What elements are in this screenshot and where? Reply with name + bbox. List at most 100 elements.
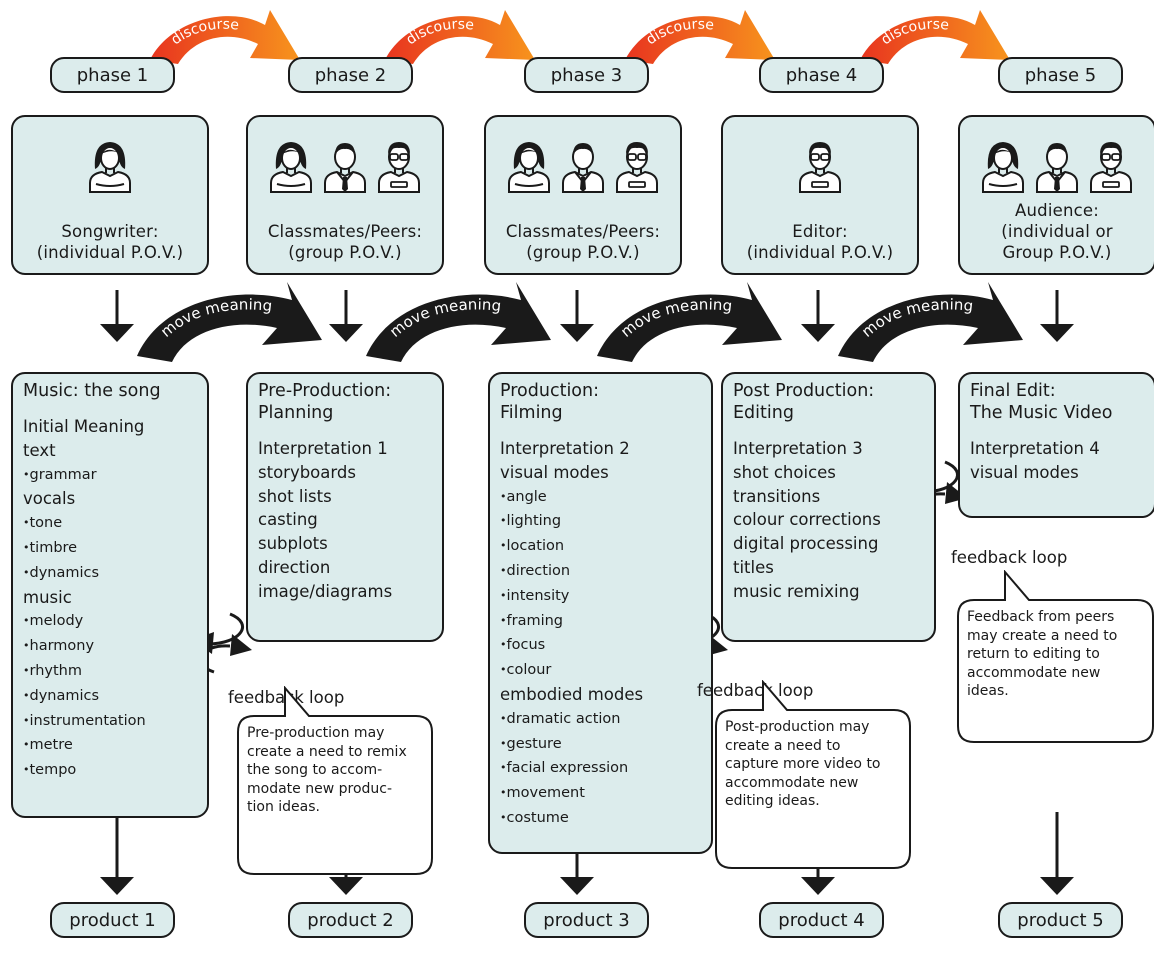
role-text: (group P.O.V.): [526, 243, 640, 262]
list-heading: Interpretation 4: [970, 437, 1146, 461]
stage-title: Final Edit:: [970, 381, 1056, 401]
list-heading: Initial Meaning: [23, 415, 199, 439]
item-text: harmony: [29, 638, 95, 655]
people-group: [960, 137, 1154, 193]
list-heading: vocals: [23, 487, 199, 511]
item-text: framing: [506, 612, 564, 629]
feedback-loop-label: feedback loop: [697, 681, 814, 700]
stage-title: Post Production:: [733, 381, 875, 401]
role-text: (individual P.O.V.): [36, 243, 184, 262]
item-text: tempo: [29, 762, 77, 779]
item-text: instrumentation: [29, 712, 146, 729]
male-person-icon: [324, 143, 366, 193]
item-text: rhythm: [29, 662, 82, 679]
role-text: Group P.O.V.): [1002, 243, 1112, 262]
item-text: gesture: [506, 735, 562, 752]
role-to-stage-arrow: [329, 290, 363, 342]
item-text: timbre: [29, 539, 78, 556]
item-text: movement: [506, 785, 585, 802]
bubble-line: create a need to: [725, 737, 841, 754]
bullet-item: rhythm: [23, 659, 199, 684]
item-text: location: [506, 538, 565, 555]
list-heading: Interpretation 3: [733, 437, 926, 461]
phase-label: phase 5: [998, 57, 1123, 93]
item-text: subplots: [258, 534, 328, 554]
bubble-shape: [957, 570, 1154, 743]
item-text: focus: [506, 637, 546, 654]
discourse-arrow: discourse: [385, 10, 535, 64]
bullet-item: dramatic action: [500, 707, 703, 732]
bullet-item: gesture: [500, 732, 703, 757]
item-text: melody: [29, 613, 84, 630]
list-heading: music remixing: [733, 580, 926, 604]
bullet-item: facial expression: [500, 756, 703, 781]
bullet-item: timbre: [23, 536, 199, 561]
bubble-line: may create a need to: [967, 627, 1118, 644]
list-heading: casting: [258, 508, 434, 532]
role-to-stage-arrow: [100, 290, 134, 342]
list-heading: titles: [733, 556, 926, 580]
stage-title: Production:: [500, 381, 600, 401]
item-text: image/diagrams: [258, 581, 393, 601]
role-text: Audience:: [1015, 201, 1099, 220]
bullet-item: location: [500, 534, 703, 559]
list-heading: visual modes: [970, 461, 1146, 485]
item-text: digital processing: [733, 534, 879, 554]
role-text: Classmates/Peers:: [267, 222, 423, 241]
stage-list: Initial Meaningtextgrammarvocalstonetimb…: [23, 415, 199, 783]
discourse-label: discourse: [878, 17, 949, 49]
item-text: shot lists: [258, 486, 332, 506]
item-text: metre: [29, 737, 73, 754]
item-text: shot choices: [733, 462, 836, 482]
bullet-item: movement: [500, 781, 703, 806]
item-text: Interpretation 3: [733, 439, 863, 458]
item-text: casting: [258, 510, 318, 530]
item-text: intensity: [506, 587, 570, 604]
bullet-item: dynamics: [23, 561, 199, 586]
item-text: colour: [506, 662, 552, 679]
item-text: dramatic action: [506, 710, 621, 727]
list-heading: text: [23, 439, 199, 463]
role-box: Songwriter:(individual P.O.V.): [11, 115, 209, 275]
item-text: Interpretation 1: [258, 439, 388, 458]
bubble-line: accommodate new: [967, 664, 1101, 681]
female-person-icon: [89, 142, 131, 193]
item-text: transitions: [733, 486, 821, 506]
discourse-arrow: discourse: [860, 10, 1010, 64]
item-text: music remixing: [733, 581, 860, 601]
bubble-line: return to editing to: [967, 646, 1100, 663]
move-meaning-arrow: move meaning: [137, 282, 322, 362]
phase-label: phase 4: [759, 57, 884, 93]
bullet-item: direction: [500, 559, 703, 584]
role-text: Classmates/Peers:: [505, 222, 661, 241]
item-text: tone: [29, 515, 63, 532]
item-text: visual modes: [500, 462, 609, 482]
people-group: [723, 137, 917, 193]
list-heading: digital processing: [733, 532, 926, 556]
list-heading: shot choices: [733, 461, 926, 485]
item-text: dynamics: [29, 687, 100, 704]
item-text: titles: [733, 557, 774, 577]
discourse-label: discourse: [403, 17, 474, 49]
bubble-line: modate new produc-: [247, 780, 393, 797]
list-heading: direction: [258, 556, 434, 580]
move-meaning-arrow: move meaning: [366, 282, 551, 362]
people-group: [486, 137, 680, 193]
feedback-loop-label: feedback loop: [951, 548, 1068, 567]
list-heading: storyboards: [258, 461, 434, 485]
list-heading: music: [23, 586, 199, 610]
stage-title: Planning: [258, 403, 334, 423]
